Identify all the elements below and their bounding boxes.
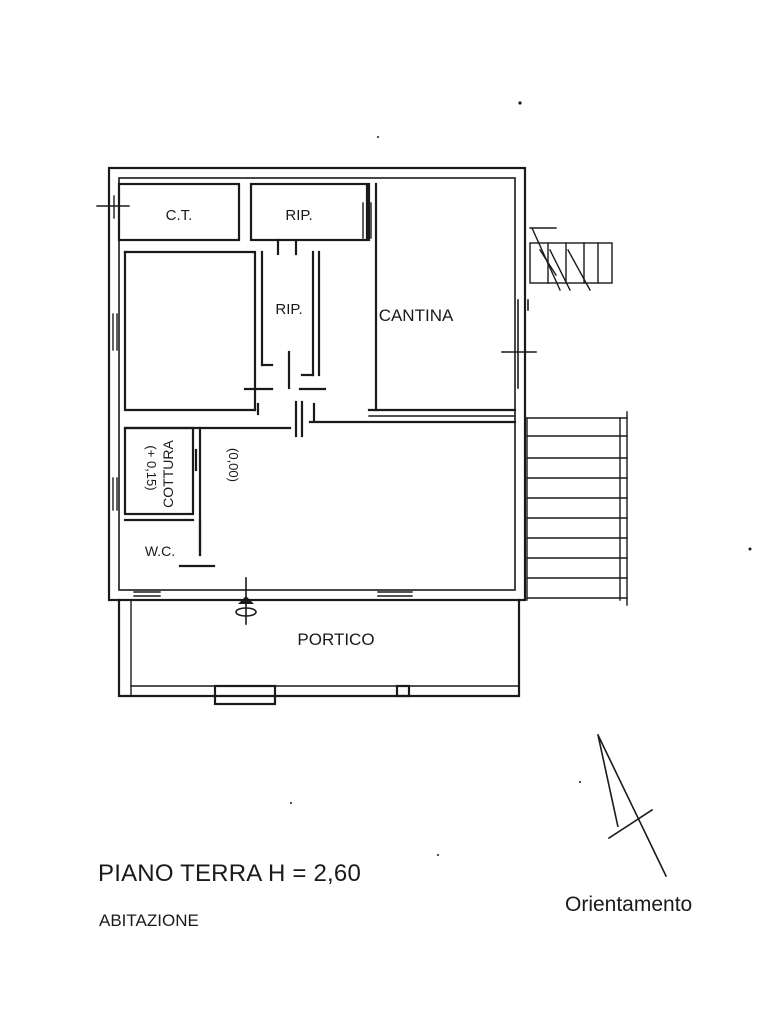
room-label-cantina: CANTINA bbox=[379, 306, 454, 325]
level-label-cottura: (+ 0,15) bbox=[144, 445, 159, 490]
room-label-rip-corridor: RIP. bbox=[275, 301, 302, 318]
room-ct-outline bbox=[117, 182, 241, 242]
north-arrow-icon bbox=[597, 734, 668, 878]
exterior-stairs-right bbox=[526, 411, 628, 606]
entrance-marker bbox=[235, 577, 257, 625]
room-label-wc: W.C. bbox=[145, 543, 175, 559]
scan-specks bbox=[290, 101, 752, 856]
exterior-stairs-top bbox=[529, 227, 613, 291]
unit-label: ABITAZIONE bbox=[99, 911, 199, 930]
room-label-cottura: COTTURA bbox=[160, 440, 176, 508]
window-marks bbox=[96, 195, 413, 597]
room-label-ct: C.T. bbox=[166, 207, 193, 224]
orientation-label: Orientamento bbox=[565, 893, 693, 916]
room-label-portico: PORTICO bbox=[297, 630, 374, 649]
portico-outline bbox=[117, 598, 521, 706]
interior-walls bbox=[123, 182, 517, 568]
level-label-main: (0,00) bbox=[226, 448, 241, 482]
room-label-rip-top: RIP. bbox=[285, 207, 312, 224]
floor-title: PIANO TERRA H = 2,60 bbox=[98, 860, 361, 887]
cantina-door-marks bbox=[501, 299, 537, 389]
outer-wall bbox=[107, 166, 527, 602]
